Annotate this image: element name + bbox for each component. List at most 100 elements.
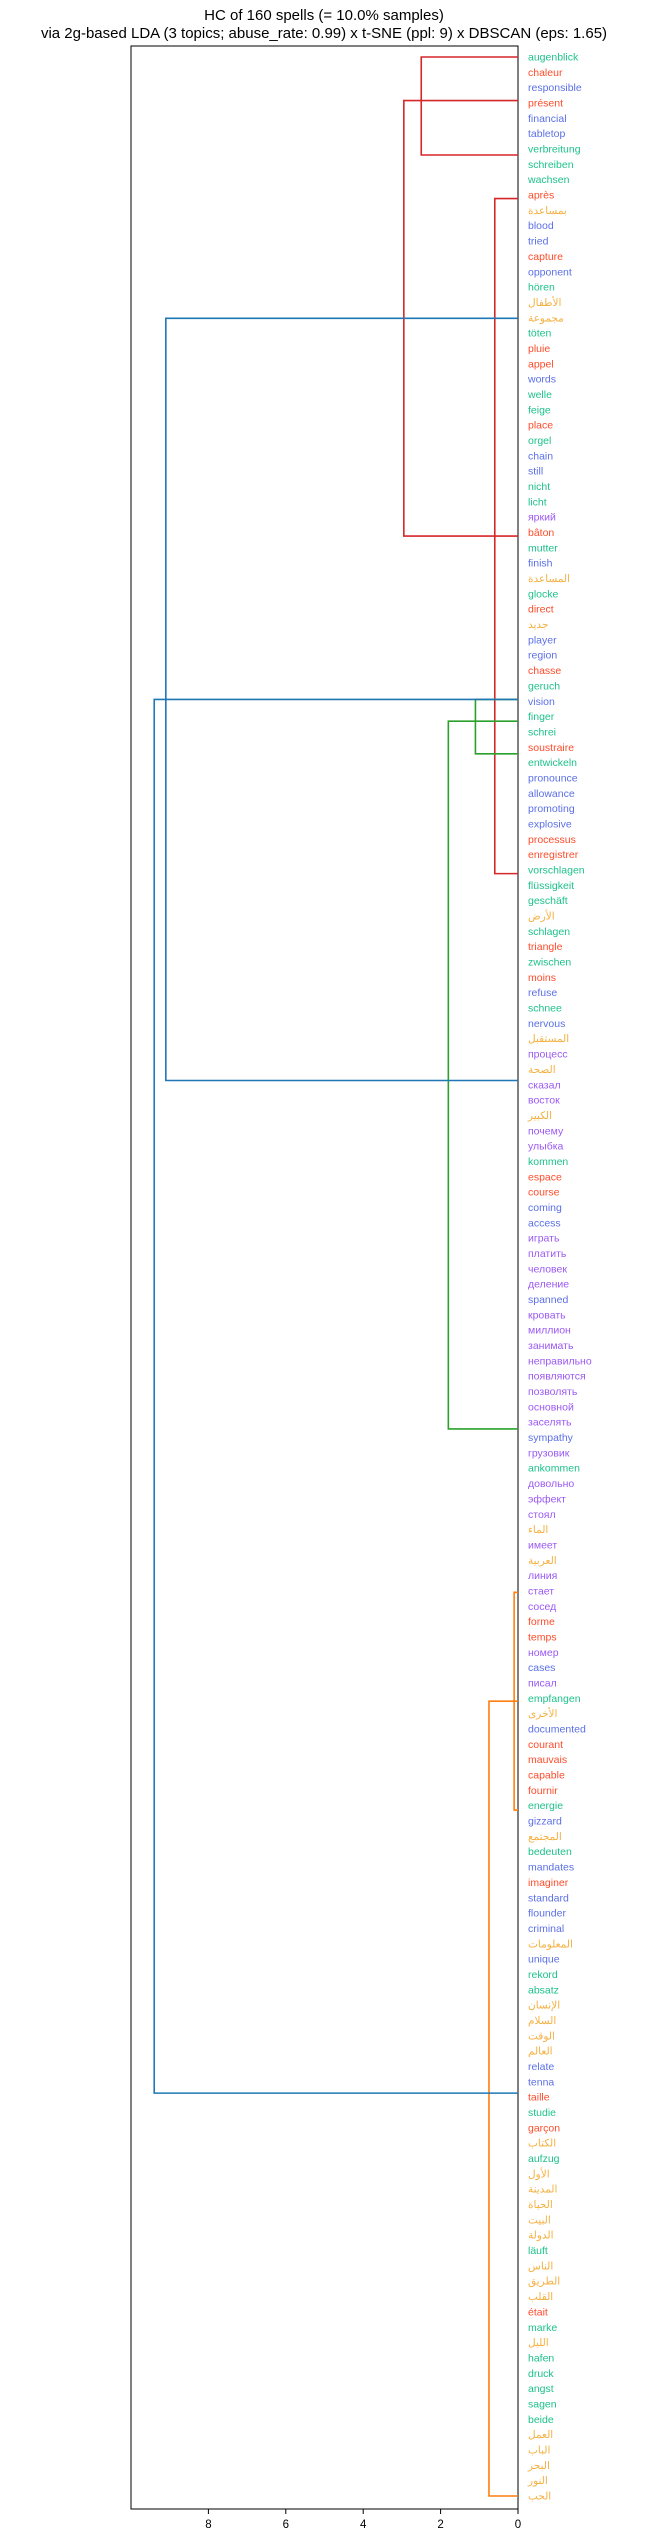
leaf-label: появляются — [528, 1371, 586, 1383]
leaf-label: кровать — [528, 1309, 566, 1321]
leaf-label: still — [528, 466, 543, 478]
leaf-label: fournir — [528, 1785, 558, 1797]
leaf-label: mandates — [528, 1862, 574, 1874]
leaf-label: занимать — [528, 1340, 574, 1352]
leaf-label: schnee — [528, 1003, 562, 1015]
chart-title-line-2: via 2g-based LDA (3 topics; abuse_rate: … — [41, 25, 607, 42]
leaf-label: hören — [528, 282, 555, 294]
leaf-label: espace — [528, 1171, 562, 1183]
leaf-label: القلب — [528, 2291, 553, 2303]
leaf-label: الدولة — [528, 2230, 554, 2242]
leaf-label: coming — [528, 1202, 562, 1214]
leaf-label: миллион — [528, 1325, 571, 1337]
leaf-label: بمساعدة — [528, 205, 567, 217]
leaf-label: sympathy — [528, 1432, 574, 1444]
leaf-label: hafen — [528, 2352, 554, 2364]
leaf-label: marke — [528, 2322, 557, 2334]
leaf-label: العمل — [528, 2429, 553, 2441]
leaf-label: الطريق — [528, 2276, 560, 2288]
leaf-label: allowance — [528, 788, 575, 800]
leaf-label: улыбка — [528, 1141, 564, 1153]
leaf-label: chasse — [528, 665, 561, 677]
leaf-label: человек — [528, 1263, 567, 1275]
leaf-label: läuft — [528, 2245, 548, 2257]
leaf-label: tenna — [528, 2076, 554, 2088]
leaf-label: писал — [528, 1678, 557, 1690]
leaf-label: aufzug — [528, 2153, 560, 2165]
leaf-label: الأول — [528, 2166, 550, 2180]
leaf-label: الناس — [528, 2260, 553, 2272]
leaf-label: schreiben — [528, 159, 574, 171]
leaf-label: яркий — [528, 512, 556, 524]
leaf-label: töten — [528, 328, 552, 340]
leaf-label: taille — [528, 2092, 550, 2104]
leaf-label: geruch — [528, 680, 560, 692]
leaf-label: السلام — [528, 2015, 556, 2027]
leaf-label: angst — [528, 2383, 554, 2395]
leaf-label: البحر — [527, 2460, 550, 2472]
leaf-label: gizzard — [528, 1816, 562, 1828]
leaf-label: الأخرى — [528, 1706, 557, 1720]
leaf-label: finger — [528, 711, 555, 723]
leaf-label: mauvais — [528, 1754, 567, 1766]
leaf-label: имеет — [528, 1539, 557, 1551]
leaf-label: bâton — [528, 527, 554, 539]
leaf-label: المعلومات — [528, 1938, 573, 1950]
leaf-label: triangle — [528, 941, 563, 953]
leaf-label: empfangen — [528, 1693, 581, 1705]
leaf-label: восток — [528, 1095, 560, 1107]
leaf-label: заселять — [528, 1417, 572, 1429]
leaf-label: flounder — [528, 1908, 566, 1920]
leaf-label: courant — [528, 1739, 563, 1751]
leaf-label: energie — [528, 1800, 563, 1812]
leaf-label: المستقبل — [528, 1033, 569, 1045]
leaf-label: unique — [528, 1954, 560, 1966]
leaf-label: مجموعة — [528, 312, 564, 324]
leaf-label: العربية — [528, 1555, 557, 1567]
leaf-label: vision — [528, 696, 555, 708]
leaf-label: orgel — [528, 435, 551, 447]
leaf-label: المساعدة — [528, 573, 570, 585]
leaf-label: الحياة — [528, 2199, 553, 2211]
leaf-label: imaginer — [528, 1877, 569, 1889]
leaf-labels: augenblickchaleurresponsibleprésentfinan… — [527, 52, 592, 2503]
leaf-label: tabletop — [528, 128, 566, 140]
leaf-label: garçon — [528, 2122, 560, 2134]
leaf-label: довольно — [528, 1478, 574, 1490]
leaf-label: платить — [528, 1248, 567, 1260]
leaf-label: стает — [528, 1585, 554, 1597]
x-tick-label: 2 — [437, 2519, 443, 2531]
leaf-label: sagen — [528, 2398, 557, 2410]
leaf-label: cases — [528, 1662, 555, 1674]
merge-link — [447, 720, 518, 1430]
leaf-label: finish — [528, 558, 553, 570]
leaf-label: place — [528, 420, 553, 432]
leaf-label: druck — [528, 2368, 554, 2380]
leaf-label: الصحة — [528, 1064, 556, 1076]
leaf-label: entwickeln — [528, 757, 577, 769]
leaf-label: nicht — [528, 481, 550, 493]
leaf-label: pluie — [528, 343, 550, 355]
merge-link — [420, 56, 518, 156]
leaf-label: absatz — [528, 1984, 559, 1996]
leaf-label: était — [528, 2306, 548, 2318]
leaf-label: стоял — [528, 1509, 556, 1521]
x-tick-label: 6 — [283, 2519, 289, 2531]
merge-link — [488, 1700, 518, 2497]
leaf-label: schlagen — [528, 926, 570, 938]
leaf-label: номер — [528, 1647, 559, 1659]
plot-frame — [130, 45, 519, 2510]
leaf-label: capable — [528, 1770, 565, 1782]
leaf-label: temps — [528, 1631, 557, 1643]
leaf-label: forme — [528, 1616, 555, 1628]
leaf-label: enregistrer — [528, 849, 579, 861]
leaf-label: verbreitung — [528, 144, 581, 156]
leaf-label: деление — [528, 1279, 569, 1291]
leaf-label: الماء — [528, 1524, 548, 1536]
chart-title-line-1: HC of 160 spells (= 10.0% samples) — [204, 7, 444, 24]
leaf-label: ankommen — [528, 1463, 580, 1475]
leaf-label: après — [528, 190, 554, 202]
leaf-label: wachsen — [527, 174, 570, 186]
leaf-label: tried — [528, 236, 549, 248]
